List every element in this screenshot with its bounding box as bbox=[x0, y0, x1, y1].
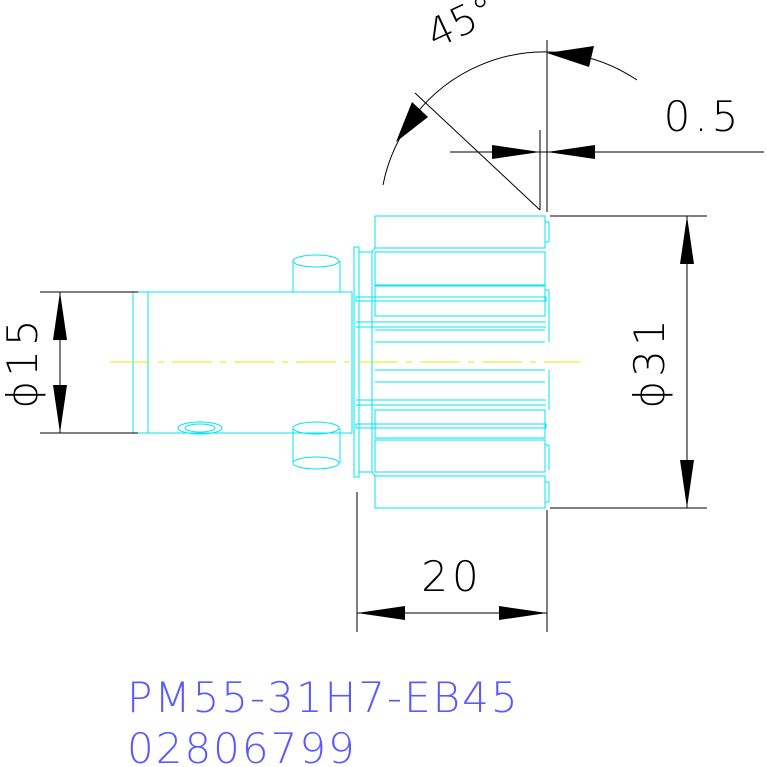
shaft-diameter-label: ϕ15 bbox=[0, 315, 47, 408]
part-number: PM55-31H7-EB45 bbox=[127, 673, 520, 722]
length-dimension-label: 20 bbox=[421, 552, 482, 601]
top-pin bbox=[292, 254, 341, 292]
cutter-teeth bbox=[371, 215, 550, 509]
order-number: 02806799 bbox=[127, 724, 357, 767]
shaft bbox=[132, 291, 353, 435]
bottom-pin bbox=[292, 421, 341, 470]
chamfer-dimension-label: 0.5 bbox=[664, 92, 743, 141]
dimension-arrowheads bbox=[53, 46, 694, 620]
outer-diameter-label: ϕ31 bbox=[625, 315, 674, 408]
angle-dimension-label: 45° bbox=[420, 0, 504, 58]
